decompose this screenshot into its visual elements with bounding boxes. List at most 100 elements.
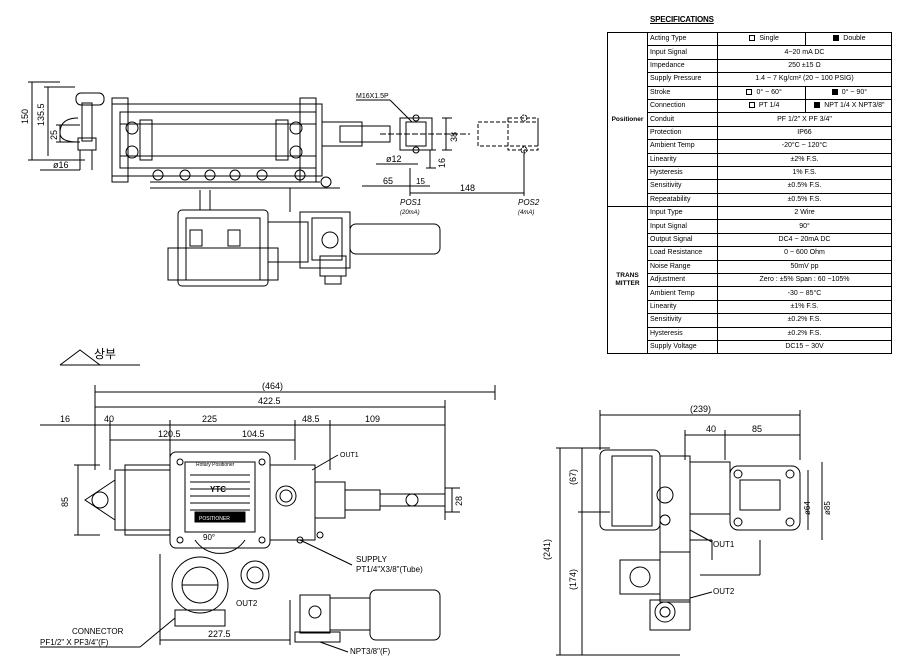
spec-value: 50mV pp bbox=[717, 259, 892, 275]
spec-value: 90° bbox=[717, 219, 892, 234]
spec-item: Adjustment bbox=[647, 273, 718, 288]
spec-value: ±0.2% F.S. bbox=[717, 326, 892, 341]
spec-item: Sensitivity bbox=[647, 179, 718, 194]
dim-40-end: 40 bbox=[706, 424, 716, 434]
spec-item: Linearity bbox=[647, 152, 718, 167]
unchecked-box-icon bbox=[749, 35, 756, 42]
angle-90: 90° bbox=[203, 533, 215, 542]
checked-box-icon bbox=[833, 35, 840, 42]
nameplate-positioner: POSITIONER bbox=[199, 516, 230, 522]
spec-item: Linearity bbox=[647, 299, 718, 315]
dim-16-left: 16 bbox=[60, 414, 70, 424]
spec-item: Conduit bbox=[647, 112, 718, 127]
spec-item: Connection bbox=[647, 98, 718, 114]
dim-104-5: 104.5 bbox=[242, 429, 265, 439]
transmitter-group-text: MITTER bbox=[615, 280, 640, 288]
npt-label: NPT3/8"(F) bbox=[350, 647, 391, 656]
dim-120-5: 120.5 bbox=[158, 429, 181, 439]
spec-row: Ambient Temp-30 ~ 85°C bbox=[608, 286, 892, 301]
spec-item: Load Resistance bbox=[647, 246, 718, 261]
dim-135-5: 135.5 bbox=[36, 103, 46, 126]
dim-85-end: 85 bbox=[752, 424, 762, 434]
spec-option: NPT 1/4 X NPT3/8" bbox=[804, 100, 890, 112]
spec-value: 1% F.S. bbox=[717, 165, 892, 181]
nameplate-title: Rotary Positioner bbox=[196, 462, 235, 468]
dim-16: 16 bbox=[437, 158, 447, 168]
nameplate-brand: YTC bbox=[210, 485, 226, 494]
spec-value: ±0.2% F.S. bbox=[717, 313, 892, 328]
spec-value: 4~20 mA DC bbox=[717, 45, 892, 60]
connector-spec: PF1/2" X PF3/4"(F) bbox=[40, 638, 109, 647]
dim-225: 225 bbox=[202, 414, 217, 424]
spec-item: Input Signal bbox=[647, 45, 718, 60]
spec-value: -20°C ~ 120°C bbox=[717, 139, 892, 154]
dim-67: (67) bbox=[568, 469, 578, 485]
pos1-label: POS1 bbox=[400, 198, 421, 207]
spec-item: Impedance bbox=[647, 58, 718, 74]
dim-40: 40 bbox=[104, 414, 114, 424]
spec-option: 0° ~ 60° bbox=[720, 87, 805, 98]
pos1-sub: (20mA) bbox=[400, 210, 420, 216]
out2-end-label: OUT2 bbox=[713, 587, 735, 596]
dim-phi85: ø85 bbox=[823, 501, 832, 515]
spec-value: DC4 ~ 20mA DC bbox=[717, 232, 892, 248]
dim-150: 150 bbox=[20, 109, 30, 124]
dim-109: 109 bbox=[365, 414, 380, 424]
dim-25: 25 bbox=[49, 130, 59, 140]
spec-value: PF 1/2" X PF 3/4" bbox=[717, 112, 892, 127]
dim-48-5: 48.5 bbox=[302, 414, 320, 424]
spec-option-label: 0° ~ 90° bbox=[841, 88, 868, 96]
spec-row: Sensitivity±0.5% F.S. bbox=[608, 179, 892, 194]
spec-item: Sensitivity bbox=[647, 313, 718, 328]
spec-item: Output Signal bbox=[647, 232, 718, 248]
out1-end-label: OUT1 bbox=[713, 540, 735, 549]
spec-title: SPECIFICATIONS bbox=[650, 15, 714, 24]
spec-item: Hysteresis bbox=[647, 326, 718, 341]
dim-15: 15 bbox=[416, 177, 425, 186]
spec-item: Supply Voltage bbox=[647, 339, 718, 355]
spec-item: Acting Type bbox=[647, 31, 718, 47]
spec-value: ±0.5% F.S. bbox=[717, 192, 892, 208]
spec-row: Sensitivity±0.2% F.S. bbox=[608, 313, 892, 328]
positioner-group-text: Positioner bbox=[611, 115, 644, 123]
spec-row: Repeatability±0.5% F.S. bbox=[608, 192, 892, 208]
dim-422-5: 422.5 bbox=[258, 396, 281, 406]
positioner-group: Positioner bbox=[607, 31, 648, 208]
spec-value: IP66 bbox=[717, 125, 892, 141]
spec-value: 1.4 ~ 7 Kg/cm² (20 ~ 100 PSIG) bbox=[717, 72, 892, 87]
spec-value: ±1% F.S. bbox=[717, 299, 892, 315]
dim-227-5: 227.5 bbox=[208, 629, 231, 639]
dim-phi64: ø64 bbox=[803, 501, 812, 515]
spec-item: Input Signal bbox=[647, 219, 718, 234]
transmitter-group-text: TRANS bbox=[616, 272, 639, 280]
out1-label: OUT1 bbox=[340, 452, 359, 459]
dim-148: 148 bbox=[460, 183, 475, 193]
thread-label: M16X1.5P bbox=[356, 93, 389, 100]
spec-value: 2 Wire bbox=[717, 206, 892, 221]
spec-option: 0° ~ 90° bbox=[804, 87, 890, 99]
spec-item: Stroke bbox=[647, 85, 718, 100]
top-view: 상부 (464) 422.5 16 40 225 48.5 109 120.5 … bbox=[40, 347, 496, 656]
spec-option: Single bbox=[720, 34, 805, 45]
spec-option-label: Single bbox=[759, 35, 779, 43]
dim-65: 65 bbox=[383, 176, 393, 186]
spec-value: 0° ~ 60° 0° ~ 90° bbox=[717, 85, 892, 100]
spec-value: 0 ~ 600 Ohm bbox=[717, 246, 892, 261]
